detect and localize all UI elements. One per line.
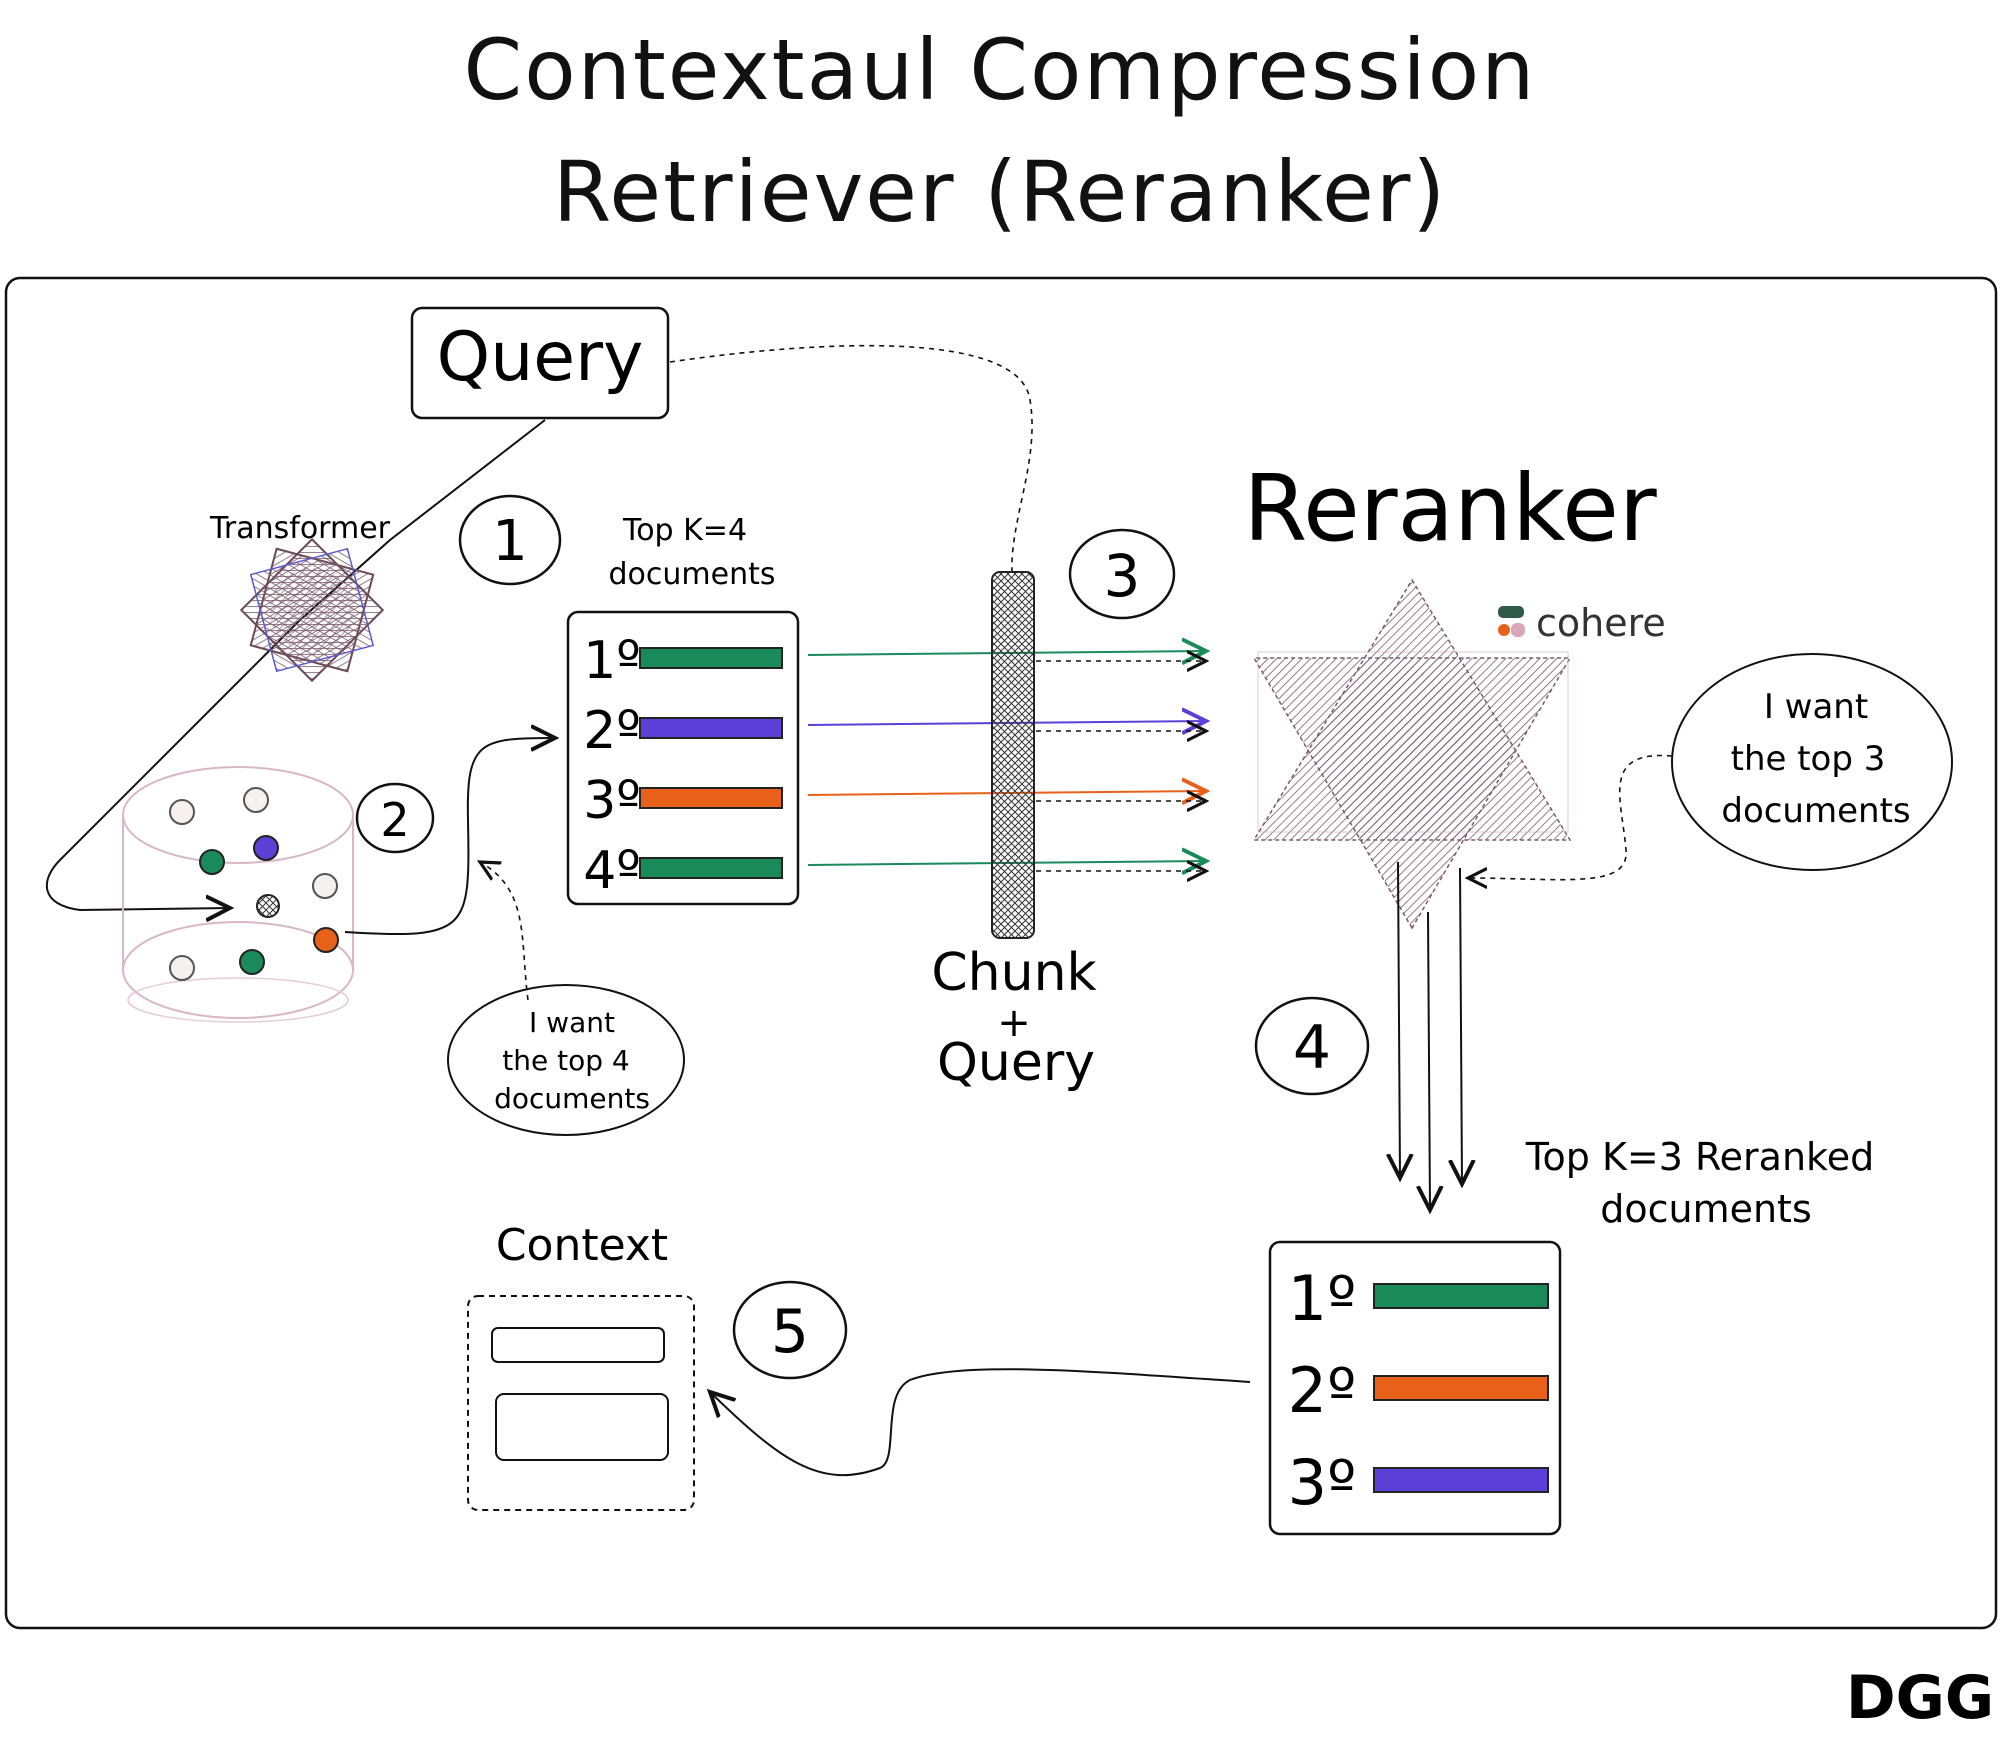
top_k4-rank-2: 2º [583, 701, 641, 761]
top_k4-bar-3 [639, 787, 783, 809]
topk4-rows: 1º 2º 3º 4º [583, 631, 783, 901]
step-badge-3-label: 3 [1104, 542, 1141, 610]
bubble-right [1671, 653, 1953, 871]
context-chunk-1 [491, 1327, 665, 1363]
top_k4-rank-3: 3º [583, 771, 641, 831]
top_k3-bar-2 [1373, 1375, 1549, 1401]
bubble-right-pointer [1468, 754, 1673, 880]
top_k4-bar-4 [639, 857, 783, 879]
step-badge-2-label: 2 [380, 793, 409, 847]
top_k4-bar-2 [639, 717, 783, 739]
topk4-caption-line-2: documents [609, 557, 776, 592]
step-badge-4 [1254, 996, 1370, 1096]
reranker-output-arrows [1398, 861, 1462, 1210]
top_k4-rank-4: 4º [583, 841, 641, 901]
bubble-left-pointer [480, 862, 529, 1001]
query-box [410, 306, 670, 420]
query-to-vectorstore-line [45, 419, 546, 910]
main-frame [4, 276, 1998, 1630]
top_k3-bar-3 [1373, 1467, 1549, 1493]
topk4-box [566, 610, 800, 906]
author-signature: DGG [1846, 1663, 1994, 1733]
bubble-right-line-1: I want [1764, 687, 1868, 727]
top_k3-rank-2: 2º [1288, 1354, 1357, 1427]
context-box [467, 1295, 695, 1511]
query-to-chunk-connector [669, 344, 1033, 573]
diagram-title-line-1: Contextaul Compression [463, 21, 1537, 119]
bubble-left-line-2: the top 4 [502, 1044, 629, 1077]
step-badge-4-label: 4 [1293, 1013, 1331, 1083]
context-label: Context [496, 1220, 668, 1271]
top_k3-rank-1: 1º [1288, 1262, 1357, 1335]
step-badge-5-label: 5 [771, 1297, 809, 1367]
chunk-query-bar [991, 571, 1035, 939]
topk3-caption-line-1: Top K=3 Reranked [1525, 1135, 1874, 1179]
top_k4-rank-1: 1º [583, 631, 641, 691]
transformer-label: Transformer [209, 511, 391, 546]
reranker-title: Reranker [1243, 455, 1657, 562]
topk4-caption-line-1: Top K=4 [622, 513, 747, 548]
chunk-query-line-2: + [997, 1000, 1031, 1046]
bubble-right-line-3: documents [1721, 791, 1910, 831]
diagram-title-line-2: Retriever (Reranker) [552, 143, 1448, 241]
topk3-rows: 1º 2º 3º [1288, 1262, 1549, 1519]
step-badge-2 [355, 782, 435, 854]
vector-store-cylinder [122, 766, 354, 1023]
context-chunk-2 [495, 1393, 669, 1461]
reranker-star-icon [1252, 578, 1572, 930]
topk3-caption-line-2: documents [1600, 1187, 1812, 1231]
bubble-left [447, 984, 685, 1136]
step-badge-3 [1068, 528, 1176, 620]
embedding-points [169, 787, 339, 981]
top_k4-bar-1 [639, 647, 783, 669]
bubble-right-line-2: the top 3 [1731, 739, 1886, 779]
chunk-query-line-1: Chunk [931, 943, 1096, 1003]
top_k3-rank-3: 3º [1288, 1446, 1357, 1519]
cohere-brand-label: cohere [1536, 601, 1666, 645]
bubble-left-line-1: I want [529, 1006, 615, 1039]
vectorstore-to-topk4-arrow [344, 738, 555, 936]
step-badge-1 [458, 494, 562, 586]
query-label: Query [437, 318, 644, 397]
cohere-logo-icon [1498, 606, 1525, 637]
top_k3-bar-1 [1373, 1283, 1549, 1309]
step-badge-5 [732, 1280, 848, 1380]
topk3-to-context-arrow [710, 1368, 1251, 1477]
bubble-left-line-3: documents [494, 1082, 650, 1115]
step-badge-1-label: 1 [492, 509, 528, 574]
topk3-box [1268, 1240, 1562, 1536]
transformer-icon [239, 537, 385, 683]
chunk-query-line-3: Query [937, 1033, 1095, 1093]
